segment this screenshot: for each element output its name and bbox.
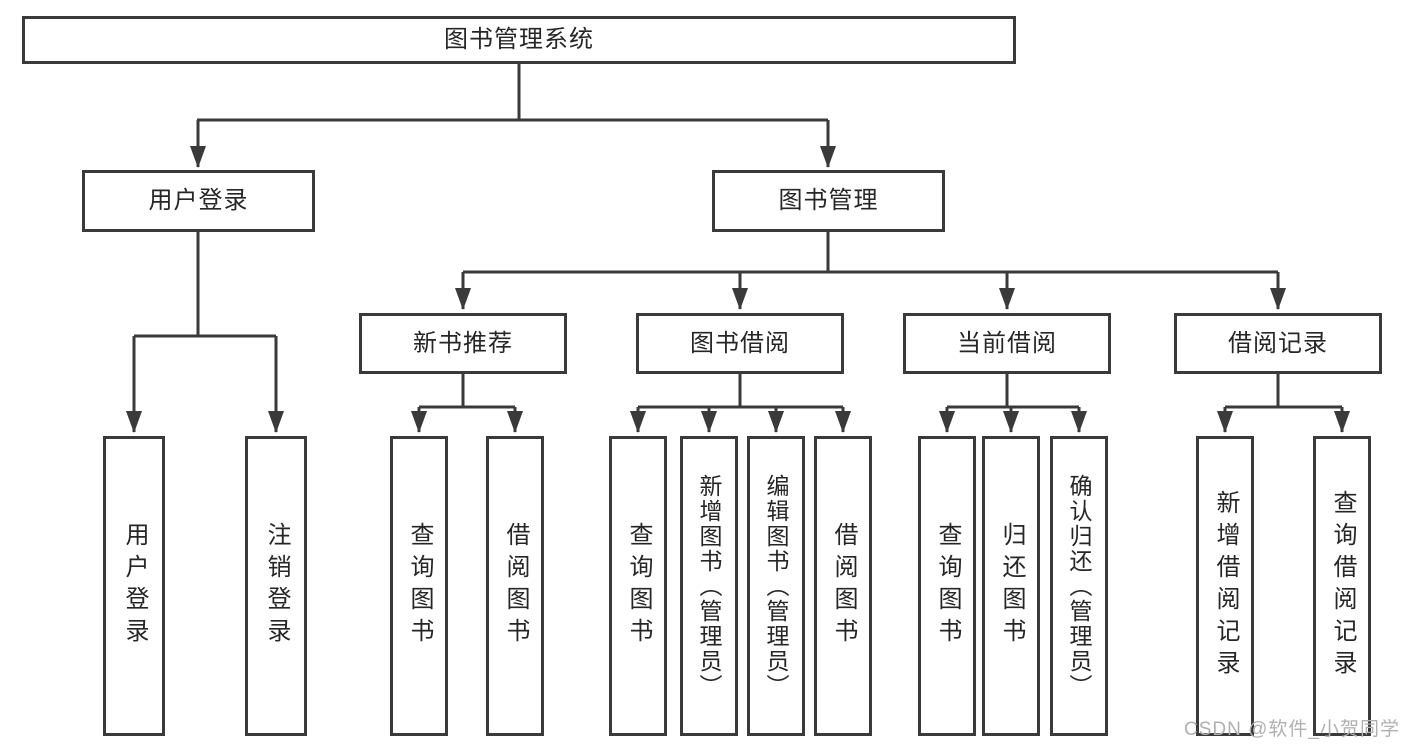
node-borrowing-records: 借阅记录 bbox=[1174, 313, 1382, 374]
node-book-management: 图书管理 bbox=[712, 170, 945, 232]
leaf-user-login: 用户登录 bbox=[103, 436, 165, 736]
node-root: 图书管理系统 bbox=[22, 16, 1016, 64]
leaf-query-borrow-record: 查询借阅记录 bbox=[1313, 436, 1371, 736]
leaf-borrow-books: 借阅图书 bbox=[814, 436, 872, 736]
leaf-query-books-recommend: 查询图书 bbox=[390, 436, 448, 736]
leaf-add-books-admin: 新增图书（管理员） bbox=[680, 436, 738, 736]
watermark: CSDN @软件_小贺同学 bbox=[1184, 719, 1400, 740]
node-new-book-recommend: 新书推荐 bbox=[359, 313, 567, 374]
node-book-borrowing: 图书借阅 bbox=[636, 313, 844, 374]
leaf-query-books-current: 查询图书 bbox=[918, 436, 976, 736]
edges-group bbox=[126, 64, 1350, 433]
leaf-borrow-books-recommend: 借阅图书 bbox=[486, 436, 544, 736]
node-user-login: 用户登录 bbox=[82, 170, 315, 232]
leaf-query-books-borrowing: 查询图书 bbox=[609, 436, 667, 736]
node-current-borrowing: 当前借阅 bbox=[903, 313, 1111, 374]
leaf-edit-books-admin: 编辑图书（管理员） bbox=[747, 436, 805, 736]
leaf-add-borrow-record: 新增借阅记录 bbox=[1196, 436, 1254, 736]
leaf-return-books: 归还图书 bbox=[982, 436, 1040, 736]
leaf-confirm-return-admin: 确认归还（管理员） bbox=[1050, 436, 1108, 736]
leaf-logout-login: 注销登录 bbox=[245, 436, 307, 736]
